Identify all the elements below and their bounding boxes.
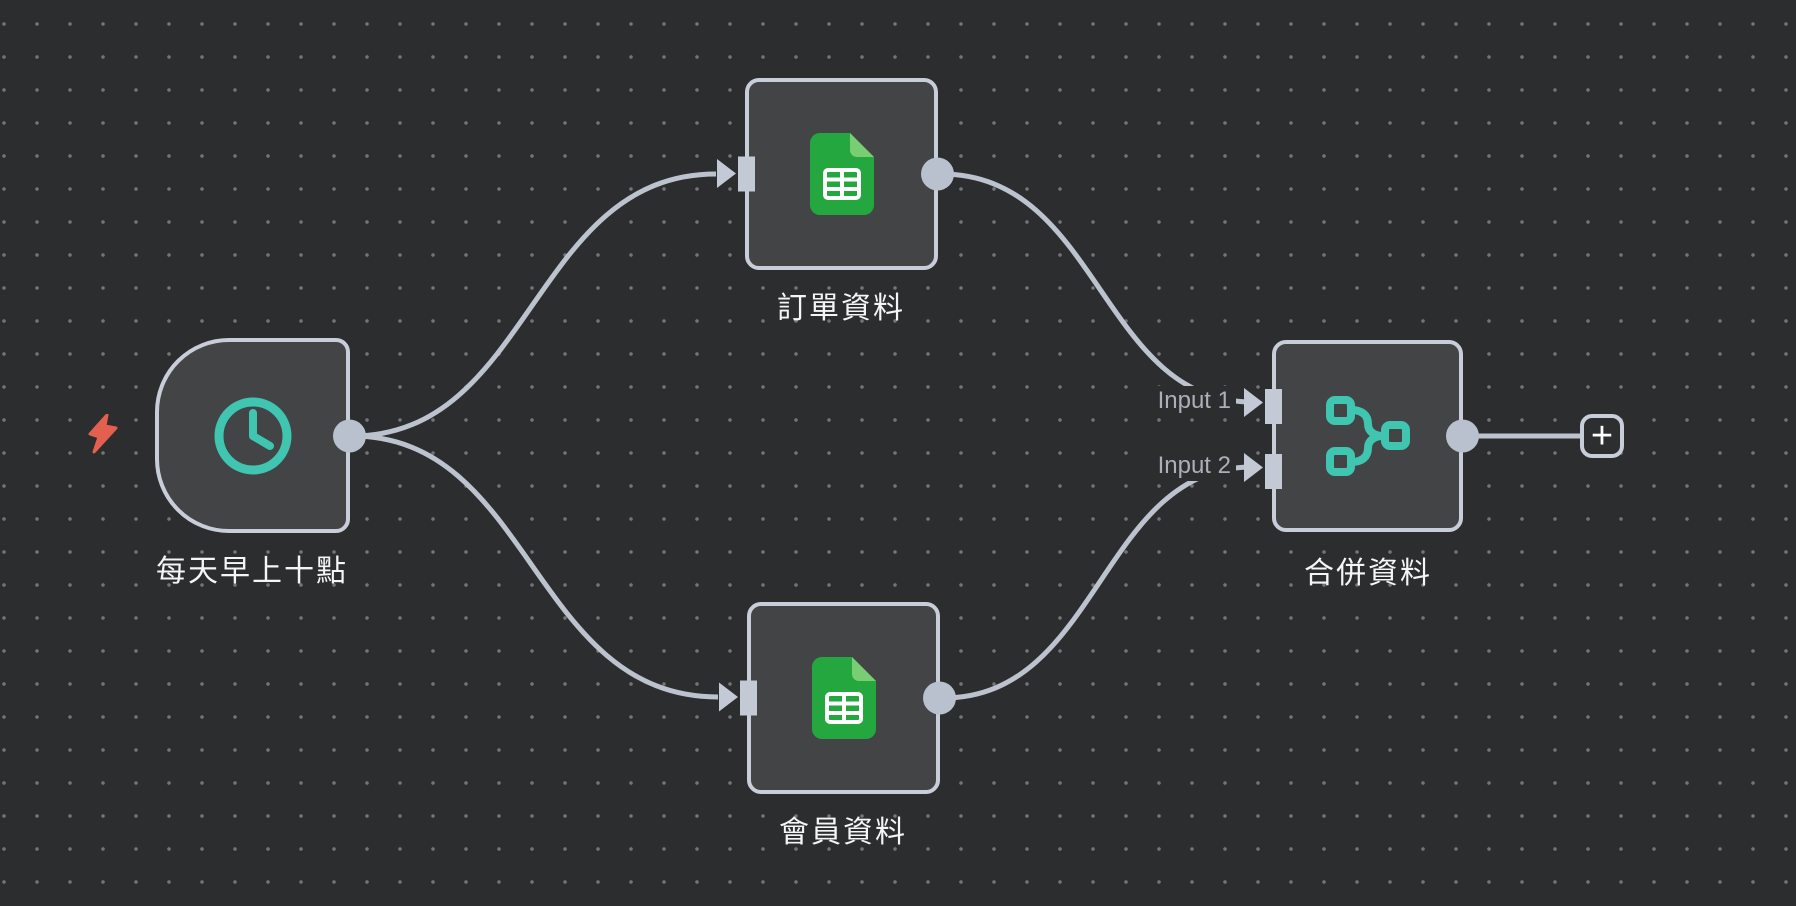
input-label-2: Input 2 xyxy=(1152,451,1236,481)
connection-trigger-to-members[interactable] xyxy=(351,433,719,700)
google-sheets-icon xyxy=(811,657,876,739)
connection-trigger-to-orders[interactable] xyxy=(351,171,717,439)
input-endpoint[interactable] xyxy=(738,156,755,192)
input-endpoint-2[interactable] xyxy=(1265,454,1282,489)
node-label: 每天早上十點 xyxy=(156,555,348,588)
output-endpoint[interactable] xyxy=(333,419,366,452)
input-arrow-icon xyxy=(1244,388,1263,417)
clock-icon xyxy=(214,397,291,474)
node-label: 合併資料 xyxy=(1304,557,1432,590)
node-google-sheets-orders[interactable] xyxy=(738,78,954,270)
node-label: 訂單資料 xyxy=(777,292,905,325)
input-arrow-icon xyxy=(719,682,738,712)
plus-icon: + xyxy=(1590,415,1614,457)
node-merge[interactable] xyxy=(1265,340,1479,532)
input-label-1: Input 1 xyxy=(1152,386,1236,416)
input-endpoint[interactable] xyxy=(740,680,757,716)
output-endpoint[interactable] xyxy=(921,157,954,191)
google-sheets-icon xyxy=(809,133,874,215)
input-arrow-icon xyxy=(1244,453,1263,482)
add-node-button[interactable]: + xyxy=(1580,414,1624,458)
connection-orders-to-merge[interactable] xyxy=(940,171,1253,405)
connection-members-to-merge[interactable] xyxy=(942,464,1253,701)
node-schedule-trigger[interactable] xyxy=(155,338,366,533)
input-endpoint-1[interactable] xyxy=(1265,389,1282,424)
output-endpoint[interactable] xyxy=(923,681,956,715)
node-label: 會員資料 xyxy=(779,816,907,849)
output-endpoint[interactable] xyxy=(1446,419,1479,453)
lightning-bolt-icon xyxy=(88,414,118,454)
merge-icon xyxy=(1325,396,1410,476)
node-google-sheets-members[interactable] xyxy=(740,602,956,794)
input-arrow-icon xyxy=(717,159,736,188)
